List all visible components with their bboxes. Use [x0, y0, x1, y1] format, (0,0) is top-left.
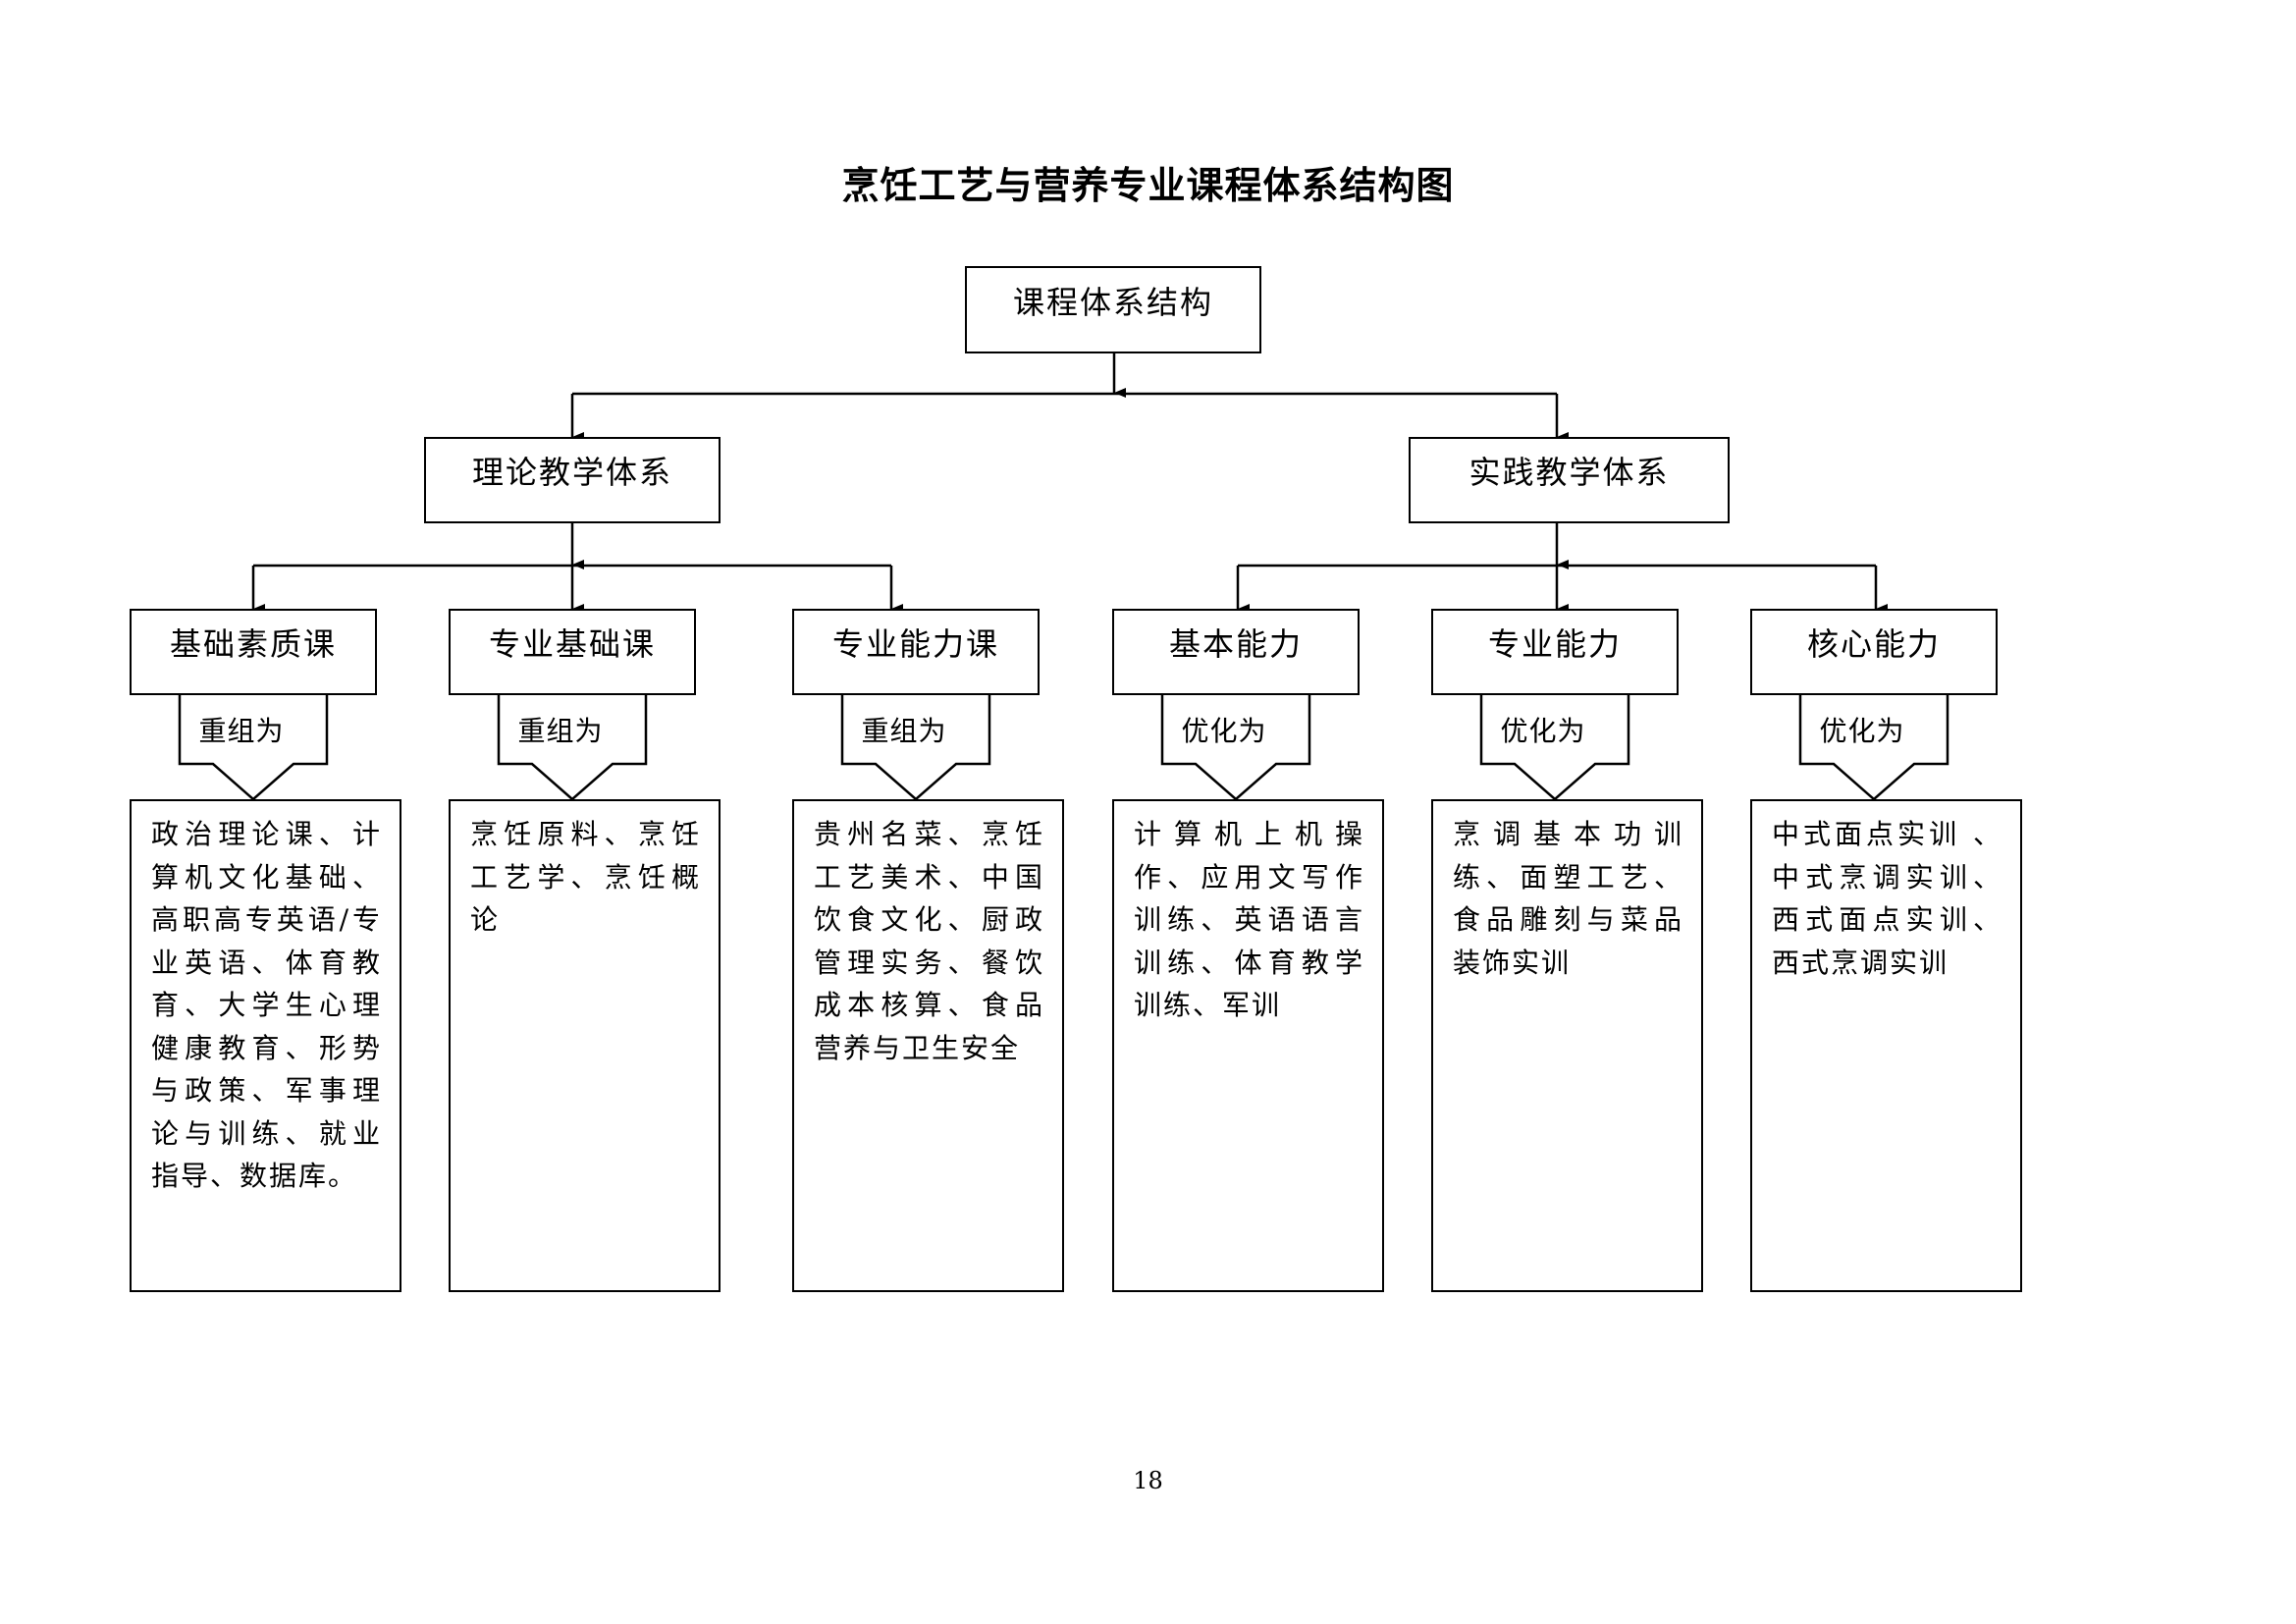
- basic-ability-box: 基本能力: [1112, 609, 1360, 695]
- professional-basic-course-content: 烹饪原料、烹饪工艺学、烹饪概论: [449, 799, 721, 1292]
- basic-quality-course-label: 基础素质课: [169, 625, 337, 663]
- theory-system-box: 理论教学体系: [424, 437, 721, 523]
- core-ability-content: 中式面点实训 、中式烹调实训、西式面点实训、西式烹调实训: [1750, 799, 2022, 1292]
- basic-quality-course-box: 基础素质课: [130, 609, 377, 695]
- professional-ability-course-label: 专业能力课: [831, 625, 999, 663]
- professional-ability-course-box: 专业能力课: [792, 609, 1040, 695]
- basic-quality-course-content: 政治理论课、计算机文化基础、高职高专英语/专业英语、体育教育、大学生心理健康教育…: [130, 799, 401, 1292]
- core-ability-box: 核心能力: [1750, 609, 1998, 695]
- professional-basic-course-label: 专业基础课: [488, 625, 656, 663]
- professional-ability-label: 专业能力: [1487, 625, 1622, 663]
- reorganize-tag-2: 重组为: [517, 715, 604, 747]
- professional-ability-content: 烹调基本功训练、面塑工艺、食品雕刻与菜品装饰实训: [1431, 799, 1703, 1292]
- practice-system-box: 实践教学体系: [1409, 437, 1730, 523]
- basic-ability-label: 基本能力: [1168, 625, 1303, 663]
- page-title: 烹饪工艺与营养专业课程体系结构图: [841, 164, 1455, 207]
- reorganize-tag-1: 重组为: [198, 715, 285, 747]
- root-label: 课程体系结构: [1012, 283, 1213, 321]
- theory-system-label: 理论教学体系: [471, 454, 672, 491]
- core-ability-label: 核心能力: [1806, 625, 1941, 663]
- professional-basic-course-box: 专业基础课: [449, 609, 696, 695]
- practice-system-label: 实践教学体系: [1468, 454, 1670, 491]
- optimize-tag-3: 优化为: [1819, 715, 1905, 747]
- reorganize-tag-3: 重组为: [861, 715, 947, 747]
- optimize-tag-1: 优化为: [1181, 715, 1267, 747]
- professional-ability-course-content: 贵州名菜、烹饪工艺美术、中国饮食文化、厨政管理实务、餐饮成本核算、食品营养与卫生…: [792, 799, 1064, 1292]
- basic-ability-content: 计算机上机操作、应用文写作训练、英语语言训练、体育教学训练、军训: [1112, 799, 1384, 1292]
- professional-ability-box: 专业能力: [1431, 609, 1679, 695]
- root-box: 课程体系结构: [965, 266, 1261, 353]
- page-number: 18: [1133, 1467, 1163, 1494]
- optimize-tag-2: 优化为: [1500, 715, 1586, 747]
